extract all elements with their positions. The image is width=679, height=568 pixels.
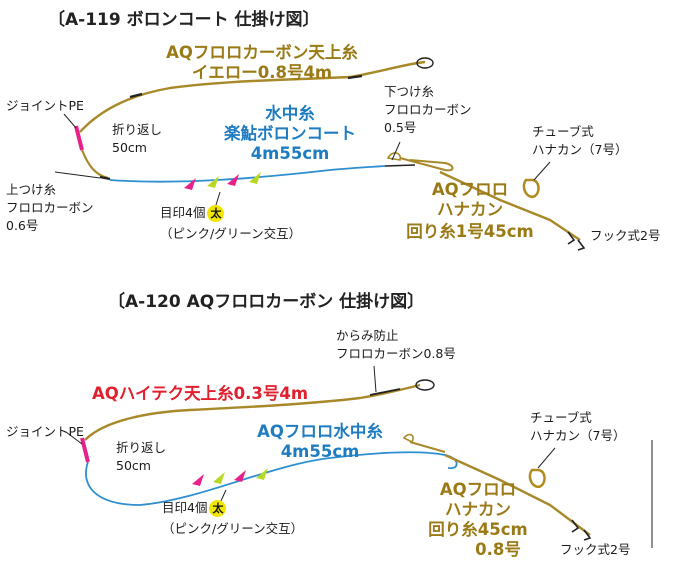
hook-line-2 (444, 453, 591, 536)
diagram2-title: 〔A-120 AQフロロカーボン 仕掛け図〕 (108, 292, 425, 312)
d1-fold-length: 50cm (112, 140, 147, 155)
markers-2 (192, 468, 268, 486)
hook-2b (583, 529, 592, 541)
hanakan-ring-1 (522, 178, 540, 199)
d2-fold-label: 折り返し (116, 440, 167, 455)
d2-marker-1: 目印4個太 (162, 500, 227, 517)
connector-1 (347, 74, 363, 80)
leader-lines (54, 113, 653, 548)
d1-tie-line-1: 上つけ糸 (6, 182, 57, 197)
d2-anti-tangle-2: フロロカーボン0.8号 (336, 346, 456, 361)
joint-pe-1 (74, 125, 84, 151)
d2-joint-label: ジョイントPE (6, 424, 84, 439)
d1-upper-line-name: AQフロロカーボン天上糸 (166, 43, 358, 62)
water-line-1 (109, 165, 386, 183)
connector-3 (99, 175, 111, 181)
d2-tube-2: ハナカン（7号） (530, 428, 626, 443)
d1-water-line-2: 楽鮎ボロンコート (224, 124, 356, 143)
d1-fold-label: 折り返し (112, 122, 163, 137)
d1-hook: フック式2号 (590, 228, 661, 243)
d1-tube-2: ハナカン（7号） (532, 142, 628, 157)
hook-2a (571, 519, 580, 533)
diagram1-title: 〔A-119 ボロンコート 仕掛け図〕 (48, 10, 320, 30)
d2-fold-length: 50cm (116, 458, 151, 473)
upper-line-2 (84, 383, 421, 441)
d2-water-line-1: AQフロロ水中糸 (257, 422, 383, 441)
hanakan-loop-2 (409, 441, 446, 453)
d1-tube-1: チューブ式 (532, 124, 594, 139)
d1-marker-text: 目印4個 (160, 205, 206, 220)
d1-tie-line-2: フロロカーボン (6, 200, 94, 215)
d2-marker-badge: 太 (209, 500, 227, 517)
d2-aq-4: 0.8号 (475, 540, 521, 559)
d1-upper-line-spec: イエロー0.8号4m (191, 63, 333, 82)
d1-aq-2: ハナカン (437, 200, 503, 219)
fold-back-1 (80, 149, 109, 180)
d1-water-line-3: 4m55cm (250, 144, 330, 163)
joint-pe-2 (80, 437, 90, 463)
diagram1-lines (74, 57, 586, 251)
lower-tie-1 (384, 164, 416, 167)
d2-aq-1: AQフロロ (439, 480, 517, 499)
d2-hook: フック式2号 (560, 542, 631, 557)
d2-marker-text: 目印4個 (162, 500, 208, 515)
d2-upper-line: AQハイテク天上糸0.3号4m (92, 384, 309, 403)
upper-line (79, 60, 426, 133)
d1-marker-1: 目印4個太 (160, 205, 225, 222)
d2-anti-tangle-1: からみ防止 (336, 328, 399, 343)
d1-marker-badge: 太 (207, 205, 225, 222)
hook-line-1 (439, 170, 581, 241)
d2-water-line-2: 4m55cm (280, 442, 360, 461)
d1-lower-tie-2: フロロカーボン (384, 102, 472, 117)
d1-tie-line-3: 0.6号 (6, 218, 39, 233)
diagram2-lines (80, 379, 592, 541)
d2-aq-2: ハナカン (445, 500, 511, 519)
loop-small-1 (386, 152, 402, 161)
d1-lower-tie-3: 0.5号 (384, 120, 417, 135)
d1-lower-tie-1: 下つけ糸 (384, 84, 435, 99)
d2-aq-3: 回り糸45cm (428, 520, 528, 539)
d2-marker-2: （ピンク/グリーン交互） (162, 521, 304, 536)
d1-aq-1: AQフロロ (431, 180, 509, 199)
end-loop-1 (416, 57, 434, 69)
hanakan-loop-1 (399, 157, 454, 172)
anti-tangle-2 (369, 388, 401, 396)
d1-aq-3: 回り糸1号45cm (406, 222, 534, 241)
d1-joint-label: ジョイントPE (6, 98, 84, 113)
hanakan-ring-2 (528, 468, 546, 489)
d1-water-line-1: 水中糸 (265, 104, 315, 123)
d1-marker-2: （ピンク/グリーン交互） (160, 226, 302, 241)
hook-1a (567, 231, 576, 245)
d2-tube-1: チューブ式 (530, 410, 592, 425)
connector-2 (129, 92, 143, 99)
markers-1 (184, 172, 261, 190)
hook-1b (577, 239, 586, 251)
end-loop-2 (415, 379, 435, 391)
